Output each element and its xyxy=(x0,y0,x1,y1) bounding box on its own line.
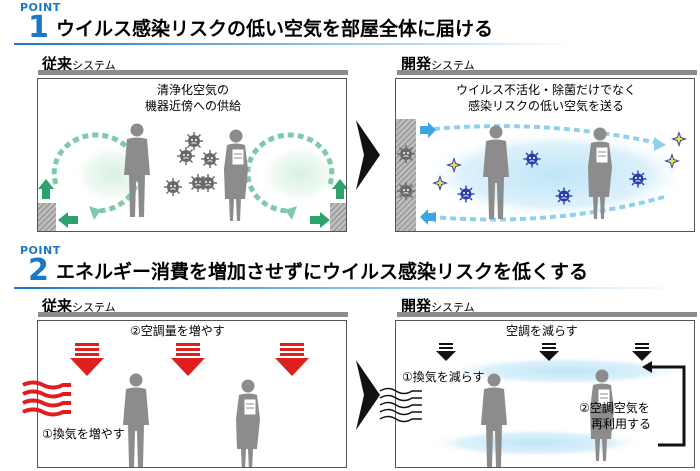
virus-icon xyxy=(198,173,218,193)
virus-icon xyxy=(200,149,220,169)
point1-developed-caption-line1: ウイルス不活化・除菌だけでなく xyxy=(455,83,636,97)
point1-title: ウイルス感染リスクの低い空気を部屋全体に届ける xyxy=(56,18,494,40)
point1-developed-suffix: システム xyxy=(431,59,475,72)
point2-developed-header: 開発システム xyxy=(401,295,475,316)
outlet-arrow-bottom xyxy=(420,209,436,225)
point1-title-underline xyxy=(14,43,574,45)
person-woman xyxy=(223,129,249,222)
outlet-arrow-top xyxy=(420,122,436,138)
point1-conventional-scene xyxy=(38,123,346,231)
air-zone-upper xyxy=(448,357,684,385)
point2-title: エネルギー消費を増加させずにウイルス感染リスクを低くする xyxy=(56,261,589,283)
point1-number: 1 xyxy=(28,10,49,45)
point2-conventional-header: 従来システム xyxy=(42,295,116,316)
person-man xyxy=(123,373,149,467)
point2-title-underline xyxy=(14,287,684,289)
green-arrow-up-left xyxy=(38,179,54,199)
point1-developed-header: 開発システム xyxy=(401,53,475,74)
point2-conventional-label: 従来 xyxy=(42,297,73,315)
increase-arrow-icon xyxy=(275,343,309,376)
virus-icon xyxy=(628,169,648,189)
reuse-loop-arrow xyxy=(648,365,686,447)
green-arrow-up-right xyxy=(332,179,346,199)
sparkle-icon xyxy=(671,131,687,147)
point1-conventional-header: 従来システム xyxy=(42,53,116,74)
inactivated-virus-icon xyxy=(396,144,416,164)
point1-conventional-bar xyxy=(38,70,348,75)
point2-conventional-aircon-text: ②空調量を増やす xyxy=(130,324,225,338)
point1-developed-caption-line2: 感染リスクの低い空気を送る xyxy=(467,99,624,113)
air-purifier-right xyxy=(330,203,346,231)
circulation-arrow-left xyxy=(51,132,141,214)
point2-developed-suffix: システム xyxy=(431,301,475,314)
point1-conventional-caption-line1: 清浄化空気の xyxy=(156,83,229,97)
point2-developed-panel: 空調を減らす ①換気を減らす ②空調空気を 再利用する xyxy=(395,320,695,468)
person-woman xyxy=(235,379,261,467)
point1-label: POINT xyxy=(20,1,61,14)
point2-label: POINT xyxy=(20,244,61,257)
point2-conventional-ventilation-text: ①換気を増やす xyxy=(42,427,125,441)
ventilation-decrease-icon xyxy=(379,387,422,423)
point2-conventional-panel: ②空調量を増やす ①換気を増やす xyxy=(37,320,347,468)
point2-conventional-bar xyxy=(38,312,348,317)
circulation-arrow-right xyxy=(245,132,335,214)
point2-developed-scene xyxy=(428,343,686,467)
virus-icon xyxy=(176,146,196,166)
transition-arrow-2 xyxy=(356,360,380,430)
decrease-arrow-icon xyxy=(632,343,652,361)
point2-conventional-scene xyxy=(70,343,309,467)
point1-conventional-label: 従来 xyxy=(42,55,73,73)
point1-conventional-suffix: システム xyxy=(72,59,116,72)
increase-arrow-icon xyxy=(70,343,104,376)
increase-arrow-icon xyxy=(171,343,205,376)
safe-air-zone xyxy=(422,131,690,219)
virus-icon xyxy=(163,177,183,197)
person-man xyxy=(124,123,150,217)
decrease-arrow-icon xyxy=(436,343,456,361)
virus-icon xyxy=(554,186,574,206)
virus-icon xyxy=(456,184,476,204)
ventilation-increase-icon xyxy=(22,380,71,417)
virus-icon xyxy=(184,131,204,151)
point2-conventional-suffix: システム xyxy=(72,301,116,314)
air-flow-arrow-top xyxy=(433,124,659,145)
point2-number: 2 xyxy=(28,253,49,288)
point2-developed-reuse-line1: ②空調空気を xyxy=(579,401,650,415)
point1-developed-scene xyxy=(396,119,690,231)
point2-developed-ventilation-text: ①換気を減らす xyxy=(402,370,485,384)
green-arrow-right xyxy=(310,212,330,228)
point2-developed-reuse-line2: 再利用する xyxy=(591,417,652,431)
wall-unit xyxy=(396,119,416,231)
clean-air-glow-right xyxy=(260,144,340,204)
virus-icon xyxy=(522,149,542,169)
point2-developed-bar xyxy=(397,312,697,317)
point2-developed-label: 開発 xyxy=(401,297,432,315)
transition-arrow-1 xyxy=(356,120,380,190)
air-purifier-left xyxy=(38,203,56,231)
air-flow-arrow-bottom xyxy=(431,195,665,222)
green-arrow-left xyxy=(58,212,78,228)
point2-developed-aircon-text: 空調を減らす xyxy=(506,324,578,338)
point1-developed-bar xyxy=(397,70,697,75)
inactivated-virus-icon xyxy=(396,181,416,201)
air-zone-lower xyxy=(428,429,644,457)
point1-conventional-caption-line2: 機器近傍への供給 xyxy=(144,99,241,113)
point1-conventional-panel: 清浄化空気の 機器近傍への供給 xyxy=(37,78,347,232)
point1-developed-panel: ウイルス不活化・除菌だけでなく 感染リスクの低い空気を送る xyxy=(395,78,695,232)
point1-developed-label: 開発 xyxy=(401,55,432,73)
